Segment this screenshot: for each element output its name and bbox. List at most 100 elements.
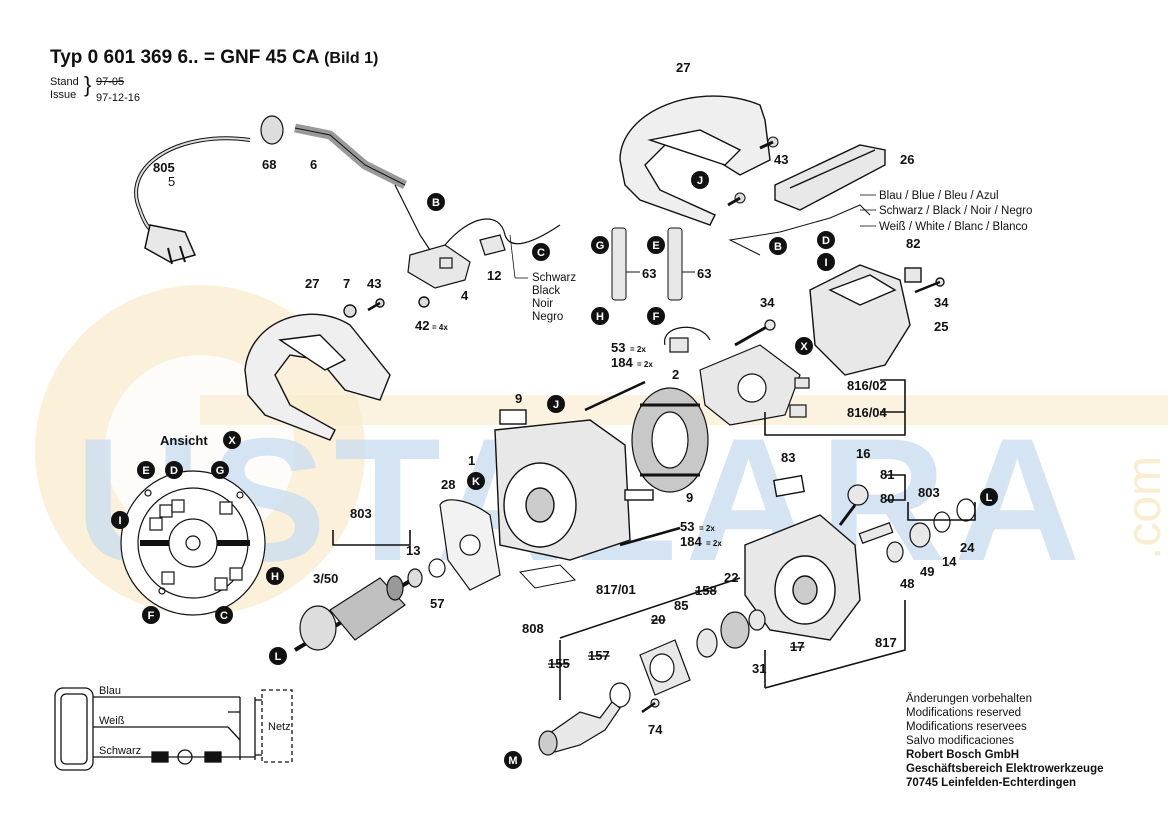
brush-816-02	[794, 377, 810, 389]
svg-text:J: J	[553, 399, 559, 411]
screw-34-shaft	[734, 323, 771, 347]
choke-a	[151, 751, 169, 763]
bolt-lower	[619, 526, 681, 547]
bracket-817-01	[559, 577, 741, 639]
callout-letters: B C J B D I G H E F X J K L X E D G I F …	[111, 171, 998, 769]
callout-i-2: I	[111, 511, 129, 529]
stand-date: 97-05	[96, 76, 125, 88]
svg-text:M: M	[508, 755, 517, 767]
company-name: Robert Bosch GmbH	[906, 749, 1020, 761]
diagram-title: Typ 0 601 369 6.. = GNF 45 CA (Bild 1)	[50, 47, 379, 68]
clip-7	[343, 304, 357, 318]
motor-housing-1	[494, 409, 654, 561]
cover-26	[774, 144, 886, 211]
wire-b-loop	[728, 204, 871, 256]
housing-1-bore	[525, 487, 555, 523]
armature-core	[329, 577, 406, 641]
pn-28: 28	[441, 477, 455, 492]
ansicht-terminal-i	[149, 517, 163, 531]
handle-27-left	[244, 296, 430, 441]
note-fr: Modifications reservees	[906, 721, 1027, 733]
pn-83: 83	[781, 450, 795, 465]
brace: }	[84, 72, 92, 97]
wire-c	[479, 234, 506, 256]
bearing-31	[748, 609, 766, 631]
bracket-803-right	[907, 502, 976, 521]
wire-schwarz-label: Schwarz / Black / Noir / Negro	[879, 205, 1032, 217]
brush-plate-hub	[737, 373, 767, 403]
watermark-suffix: .com	[1118, 456, 1168, 560]
svg-text:B: B	[432, 197, 440, 209]
footer-notes: Änderungen vorbehalten Modifications res…	[906, 692, 1104, 790]
handle-27-left-grip	[278, 334, 347, 371]
pn-157: 157	[588, 648, 610, 663]
pn-9-top: 9	[515, 391, 522, 406]
pn-27-left: 27	[305, 276, 319, 291]
screw-43-left-shaft	[367, 301, 381, 312]
pn-34-right: 34	[934, 295, 949, 310]
pn-7: 7	[343, 276, 350, 291]
pn-81: 81	[880, 467, 894, 482]
plug-pin-a	[179, 245, 186, 263]
brush-plate-group	[664, 319, 810, 426]
svg-text:D: D	[822, 235, 830, 247]
screw-34-right-shaft	[914, 280, 941, 294]
stator-2	[631, 387, 709, 493]
schwarz-fr: Noir	[532, 298, 553, 310]
stator-winding	[640, 403, 700, 477]
bracket-lines	[332, 379, 976, 700]
ansicht-terminal-d	[171, 499, 185, 513]
pn-155: 155	[548, 656, 570, 671]
callout-l-2: L	[269, 647, 287, 665]
callout-f-2: F	[142, 606, 160, 624]
brush-box	[669, 337, 689, 353]
schematic-motor-outer	[54, 687, 94, 771]
ansicht-terminal-e	[159, 504, 173, 518]
bushing-158	[696, 628, 718, 658]
motor-cap-25	[809, 264, 945, 376]
ring-14	[933, 511, 951, 533]
pn-13: 13	[406, 543, 420, 558]
pn-42-qty: = 4x	[432, 323, 448, 332]
brush-holder-63-b	[667, 227, 683, 301]
ansicht-terminal-g	[219, 501, 233, 515]
flange-20-hub	[649, 653, 675, 683]
callout-g-1: G	[591, 236, 609, 254]
callout-f-1: F	[647, 307, 665, 325]
pn-808: 808	[522, 621, 544, 636]
baffle-28	[439, 499, 501, 591]
schwarz-de: Schwarz	[532, 272, 576, 284]
schwarz-en: Black	[532, 285, 560, 297]
pn-34-left: 34	[760, 295, 775, 310]
pn-14: 14	[942, 554, 957, 569]
armature-fan	[299, 605, 337, 651]
netz-box	[261, 689, 293, 763]
gear-22	[720, 611, 750, 649]
wire-weiss-label: Weiß / White / Blanc / Blanco	[879, 221, 1028, 233]
spindle-face	[538, 730, 558, 756]
svg-text:L: L	[986, 492, 993, 504]
callout-j-1: J	[691, 171, 709, 189]
screw-43-group	[727, 136, 779, 207]
callout-b-1: B	[427, 193, 445, 211]
pn-4: 4	[461, 288, 469, 303]
svg-text:C: C	[220, 610, 228, 622]
pn-17: 17	[790, 639, 804, 654]
cover-26-body	[774, 144, 886, 211]
pn-53-top-qty: = 2x	[630, 345, 646, 354]
ansicht-terminal-f	[161, 571, 175, 585]
svg-text:I: I	[118, 515, 121, 527]
pn-63-b: 63	[697, 266, 711, 281]
callout-k: K	[467, 472, 485, 490]
callout-x-2: X	[223, 431, 241, 449]
handle-27-top-grip	[647, 129, 742, 166]
ansicht-terminal-c	[214, 577, 228, 591]
ansicht-label: Ansicht	[160, 433, 208, 448]
pn-49: 49	[920, 564, 934, 579]
pn-85: 85	[674, 598, 688, 613]
svg-text:F: F	[653, 311, 660, 323]
screw-34-head	[764, 319, 776, 331]
ansicht-view	[120, 470, 266, 616]
